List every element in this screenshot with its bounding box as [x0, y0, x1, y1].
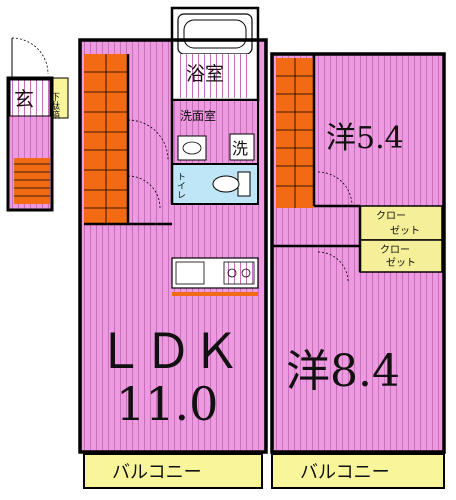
- ldk-label: ＬＤＫ: [96, 324, 240, 380]
- bedroom-small-door-swing: [317, 171, 353, 207]
- entrance-stairs: [14, 158, 50, 204]
- toilet-label: トイレ: [175, 172, 186, 199]
- balcony-right-label: バルコニー: [300, 462, 390, 483]
- western-room-small-label: 洋5.4: [326, 121, 404, 156]
- left-unit: [78, 6, 268, 489]
- toilet-tank: [237, 171, 251, 197]
- entrance-label: 玄: [14, 87, 34, 111]
- room-labels: 玄 下駄箱 浴室 洗面室 洗 トイレ 洋5.4 クロー ゼット クロー ゼット …: [14, 63, 420, 483]
- kitchen-sink: [175, 261, 205, 285]
- entrance-door-swing: [11, 37, 49, 75]
- toilet-bowl: [212, 175, 240, 193]
- kitchen-stove: [223, 261, 255, 285]
- closet-upper-label-2: ゼット: [390, 225, 420, 237]
- stove-burner-left: [227, 268, 237, 278]
- left-unit-stairs-treads: [84, 54, 128, 224]
- toilet-door-swing: [127, 175, 161, 209]
- balcony-left-label: バルコニー: [112, 462, 202, 483]
- left-unit-interior-walls: [84, 54, 174, 226]
- entrance-stairs-treads: [14, 163, 50, 197]
- bathtub-inner: [183, 19, 247, 49]
- closet-lower-label-1: クロー: [380, 244, 410, 256]
- closet-upper-label-1: クロー: [376, 210, 406, 222]
- closet-lower-label-2: ゼット: [386, 257, 416, 269]
- balcony-right: [271, 453, 445, 489]
- ldk-size-label: 11.0: [116, 377, 218, 431]
- balcony-left: [83, 453, 263, 489]
- left-unit-outer-walls: [78, 38, 268, 454]
- entrance-unit: [6, 37, 69, 212]
- shoe-box-label: 下駄箱: [49, 92, 60, 120]
- washer-label: 洗: [232, 139, 248, 158]
- entrance-walls: [6, 76, 54, 212]
- entrance-genkan: [9, 79, 51, 117]
- bath-floor: [180, 54, 250, 98]
- bath-label: 浴室: [186, 63, 224, 85]
- stove-burner-right: [241, 268, 251, 278]
- western-room-large-label: 洋8.4: [286, 346, 400, 397]
- washer-space: [229, 133, 255, 161]
- washroom-label: 洗面室: [180, 108, 216, 123]
- right-unit-outer-walls: [270, 52, 446, 454]
- right-unit: [270, 52, 446, 489]
- wash-basin-bowl: [182, 141, 202, 155]
- closet-lower: [359, 239, 443, 273]
- right-unit-stairs-treads: [276, 58, 314, 208]
- kitchen-counter-edge: [172, 292, 258, 296]
- bedroom-large-door-swing: [317, 251, 349, 283]
